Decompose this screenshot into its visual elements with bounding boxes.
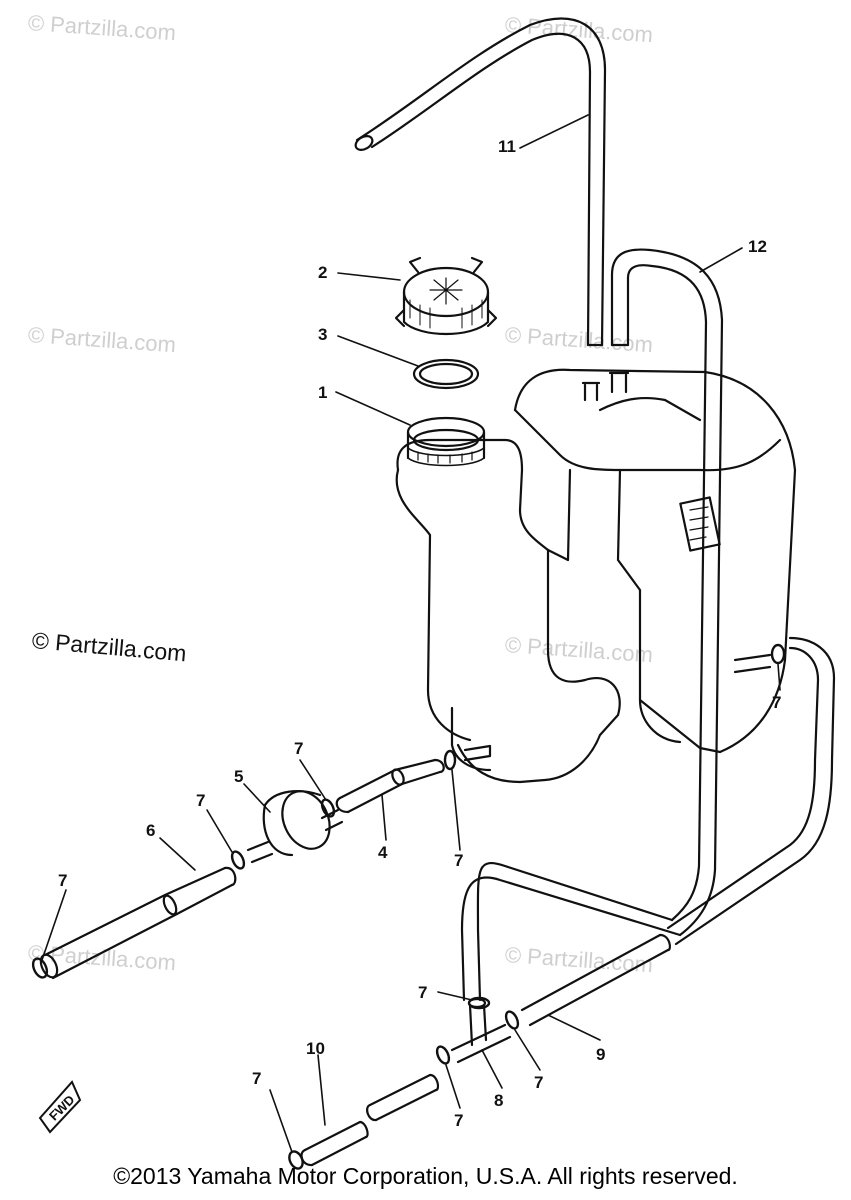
callout-7i: 7 — [252, 1069, 261, 1088]
copyright-notice: ©2013 Yamaha Motor Corporation, U.S.A. A… — [113, 1163, 738, 1189]
callout-7e: 7 — [772, 693, 781, 712]
tank-cap — [394, 256, 498, 336]
callout-7h: 7 — [454, 1111, 463, 1130]
callout-8: 8 — [494, 1091, 503, 1110]
callout-12: 12 — [748, 237, 767, 256]
vent-hose-11 — [354, 17, 607, 347]
callout-3: 3 — [318, 325, 327, 344]
callout-7c: 7 — [454, 851, 463, 870]
callout-9: 9 — [596, 1045, 605, 1064]
callout-10: 10 — [306, 1039, 325, 1058]
callout-5: 5 — [234, 767, 243, 786]
coolant-tank — [395, 368, 797, 784]
callout-7a: 7 — [294, 739, 303, 758]
hose-clamp — [31, 643, 786, 1170]
callout-7g: 7 — [534, 1073, 543, 1092]
callout-7b: 7 — [196, 791, 205, 810]
overflow-hose-lower — [460, 861, 682, 1002]
hose-4 — [335, 758, 445, 814]
o-ring-seal — [412, 358, 480, 390]
overflow-hose-12 — [610, 248, 724, 937]
callout-4: 4 — [378, 843, 388, 862]
callouts: 11 12 2 3 1 5 7 7 6 4 7 7 7 7 9 7 8 7 10… — [58, 137, 781, 1130]
callout-11: 11 — [498, 137, 516, 156]
fuel-filter — [246, 790, 344, 864]
callout-2: 2 — [318, 263, 327, 282]
leader-lines — [41, 114, 781, 1153]
tank-filler-neck — [406, 416, 486, 467]
callout-7d: 7 — [58, 871, 67, 890]
callout-7f: 7 — [418, 983, 427, 1002]
fwd-arrow-icon: FWD — [38, 1080, 82, 1134]
callout-6: 6 — [146, 821, 155, 840]
hose-9 — [520, 636, 836, 1027]
callout-1: 1 — [318, 383, 327, 402]
